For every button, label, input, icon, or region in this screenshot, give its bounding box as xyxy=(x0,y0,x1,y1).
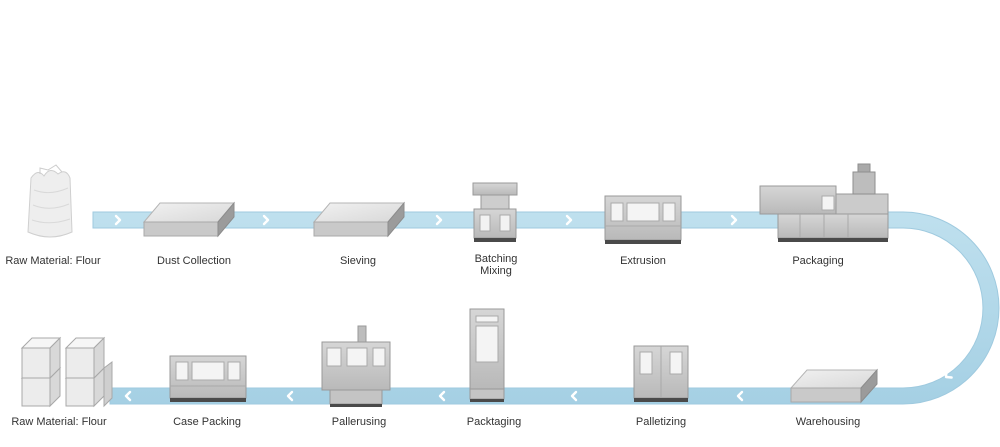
flow-chevrons xyxy=(114,214,980,402)
flow-chevron xyxy=(286,390,294,402)
tall-wrapper-icon xyxy=(469,308,505,402)
sieving-machine-icon xyxy=(312,201,406,238)
flow-chevron xyxy=(944,370,953,379)
step-label-pallerusing: Pallerusing xyxy=(331,416,387,428)
flow-chevron xyxy=(952,266,962,275)
flow-chevron xyxy=(262,214,270,226)
step-label-extrusion: Extrusion xyxy=(620,255,666,267)
step-label-sieving: Sieving xyxy=(339,255,377,267)
step-label-raw-material-flour: Raw Material: Flour xyxy=(5,255,101,267)
warehousing-machine-icon xyxy=(789,368,879,404)
flow-chevron xyxy=(968,314,980,322)
flow-chevron xyxy=(124,390,132,402)
step-label-case-packing: Case Packing xyxy=(173,416,241,428)
flow-chevron xyxy=(730,214,738,226)
stacked-boxes-icon xyxy=(20,336,113,408)
step-label-batching-mixing: Batching Mixing xyxy=(475,253,518,277)
flow-chevron xyxy=(565,214,573,226)
conveyor-belt xyxy=(92,211,1000,405)
palletizer-tower-icon xyxy=(321,325,391,407)
extruder-cabinet-icon xyxy=(604,195,682,244)
flow-chevron xyxy=(570,390,578,402)
flow-chevron xyxy=(736,390,744,402)
step-label-packtaging: Packtaging xyxy=(466,416,522,428)
mixer-machine-icon xyxy=(472,182,518,242)
step-label-palletizing: Palletizing xyxy=(635,416,687,428)
flour-sack-icon xyxy=(27,164,73,238)
step-label-dust-collection: Dust Collection xyxy=(157,255,231,267)
case-packer-icon xyxy=(169,355,247,402)
flow-chevron xyxy=(435,214,443,226)
step-label-batching: Batching xyxy=(474,253,518,265)
step-label-warehousing: Warehousing xyxy=(795,416,861,428)
flow-chevron xyxy=(438,390,446,402)
dust-collection-machine-icon xyxy=(142,201,236,238)
packaging-line-icon xyxy=(759,163,889,242)
step-label-packaging: Packaging xyxy=(792,255,844,267)
step-label-raw-material-flour-boxes: Raw Material: Flour xyxy=(11,416,107,428)
flow-chevron xyxy=(114,214,122,226)
palletizer-cabinet-icon xyxy=(633,345,689,402)
step-label-mixing: Mixing xyxy=(480,265,512,277)
